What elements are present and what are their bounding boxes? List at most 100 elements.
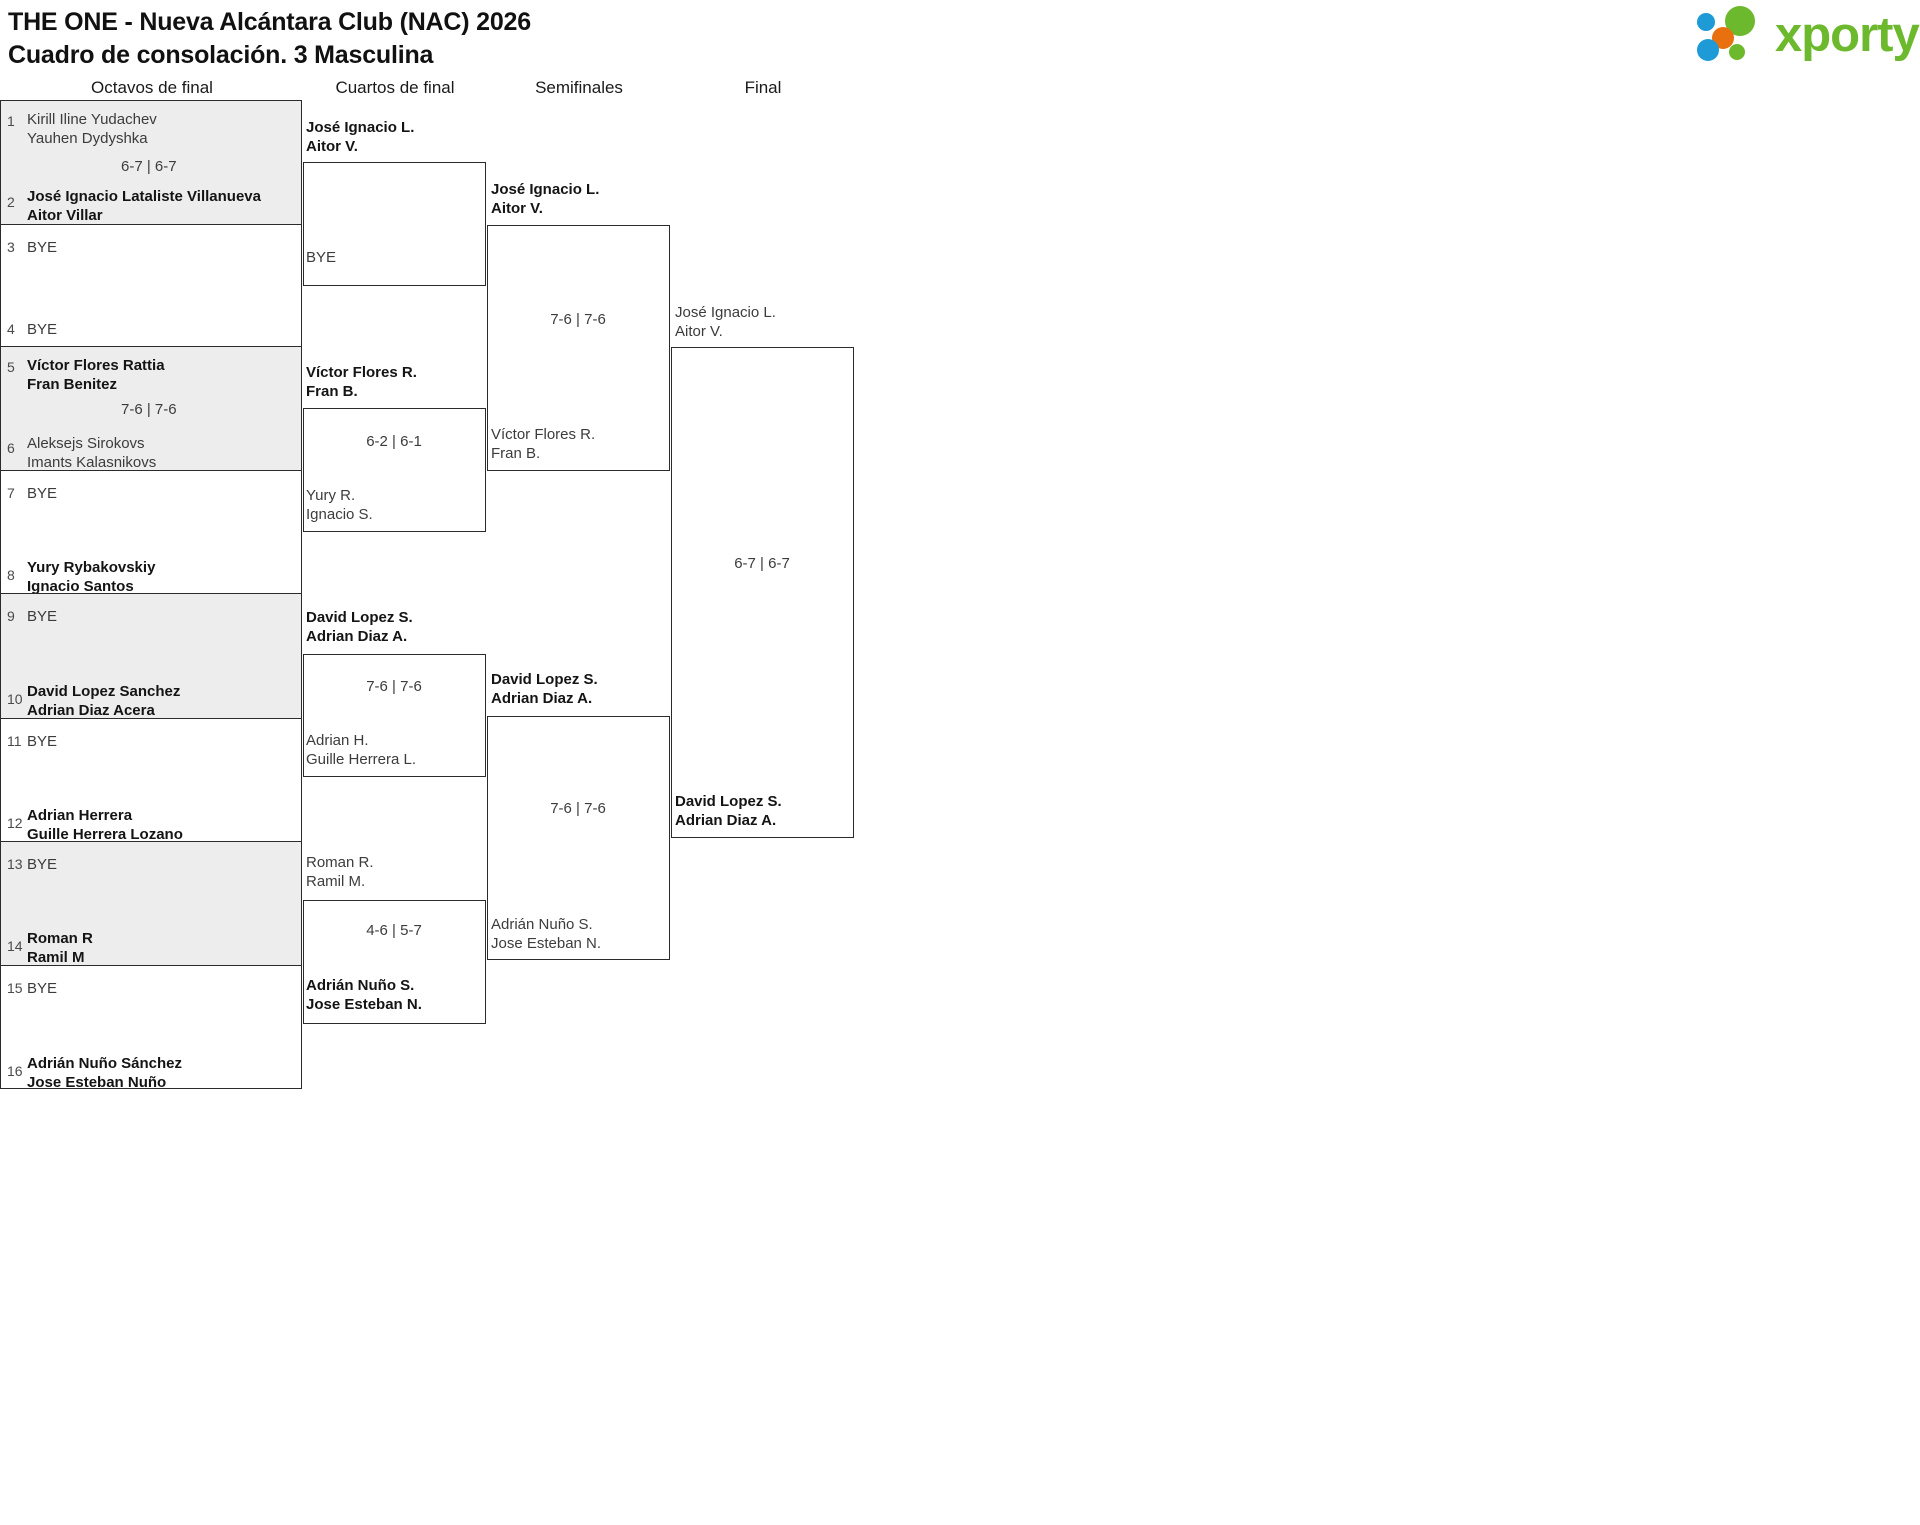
player-line-2: Jose Esteban Nuño	[27, 1074, 167, 1091]
player-line-1: BYE	[27, 733, 58, 750]
player-names: BYE	[27, 238, 295, 257]
seed-number: 13	[7, 856, 23, 872]
qf-connector-2	[303, 408, 486, 532]
seed-number: 15	[7, 980, 23, 996]
player-line-1: Adrian H.	[306, 732, 369, 749]
player-names: Yury Rybakovskiy Ignacio Santos	[27, 558, 295, 596]
player-names: David Lopez Sanchez Adrian Diaz Acera	[27, 682, 295, 720]
player-line-2: Aitor Villar	[27, 207, 103, 224]
player-line-1: Adrián Nuño S.	[491, 916, 593, 933]
player-line-1: BYE	[27, 980, 58, 997]
player-line-1: Yury Rybakovskiy	[27, 559, 156, 576]
player-names: Víctor Flores Rattia Fran Benitez	[27, 356, 295, 394]
player-line-2: Fran B.	[306, 383, 358, 400]
seed-number: 12	[7, 815, 23, 831]
xporty-wordmark: xporty	[1775, 8, 1920, 62]
seed-number: 8	[7, 567, 15, 583]
logo-dot-blue-large	[1697, 39, 1719, 61]
player-line-1: BYE	[27, 239, 58, 256]
seed-number: 16	[7, 1063, 23, 1079]
final-connector	[671, 347, 854, 838]
player-line-1: Víctor Flores Rattia	[27, 357, 165, 374]
sf-slot-1: José Ignacio L. Aitor V.	[491, 180, 599, 218]
seed-number: 6	[7, 440, 15, 456]
player-line-1: José Ignacio L.	[675, 304, 776, 321]
player-line-2: Jose Esteban N.	[306, 996, 422, 1013]
qf-slot-1: José Ignacio L. Aitor V.	[306, 118, 414, 156]
player-line-1: BYE	[27, 485, 58, 502]
r16-pair-8: 15 BYE 16 Adrián Nuño Sánchez Jose Esteb…	[0, 965, 302, 1092]
qf-slot-7: Roman R. Ramil M.	[306, 853, 374, 891]
round-header-final: Final	[744, 78, 782, 97]
final-slot-1: José Ignacio L. Aitor V.	[675, 303, 776, 341]
player-line-2: Jose Esteban N.	[491, 935, 602, 952]
r16-pair-2: 3 BYE 4 BYE	[0, 224, 302, 346]
sf-slot-2: Víctor Flores R. Fran B.	[491, 425, 595, 463]
sf-connector-2	[487, 716, 670, 960]
logo-dot-green-small	[1729, 44, 1745, 60]
player-line-1: Víctor Flores R.	[491, 426, 596, 443]
player-names: BYE	[27, 607, 295, 626]
player-line-1: David Lopez S.	[675, 793, 782, 810]
r16-pair-7: 13 BYE 14 Roman R Ramil M	[0, 841, 302, 967]
sf-slot-4: Adrián Nuño S. Jose Esteban N.	[491, 915, 601, 953]
qf-slot-8: Adrián Nuño S. Jose Esteban N.	[306, 976, 422, 1014]
player-line-2: Imants Kalasnikovs	[27, 454, 157, 471]
player-line-2: Guille Herrera Lozano	[27, 826, 183, 843]
player-line-2: Fran B.	[491, 445, 541, 462]
r16-pair-3: 5 Víctor Flores Rattia Fran Benitez 7-6 …	[0, 346, 302, 471]
player-names: BYE	[27, 979, 295, 998]
final-slot-2-champion: David Lopez S. Adrian Diaz A.	[675, 792, 782, 830]
player-names: Roman R Ramil M	[27, 929, 295, 967]
qf-slot-4: Yury R. Ignacio S.	[306, 486, 373, 524]
player-line-1: David Lopez Sanchez	[27, 683, 181, 700]
qf-slot-2: BYE	[306, 248, 336, 267]
player-line-1: José Ignacio Lataliste Villanueva	[27, 188, 261, 205]
round-header-octavos: Octavos de final	[91, 78, 213, 97]
player-line-2: Aitor V.	[491, 200, 543, 217]
seed-number: 9	[7, 608, 15, 624]
seed-number: 5	[7, 359, 15, 375]
player-line-2: Ignacio S.	[306, 506, 373, 523]
sf-score-2: 7-6 | 7-6	[550, 800, 606, 817]
player-line-1: Adrián Nuño S.	[306, 977, 415, 994]
seed-number: 4	[7, 321, 15, 337]
player-line-1: José Ignacio L.	[306, 119, 415, 136]
player-line-1: BYE	[27, 321, 58, 338]
seed-number: 7	[7, 485, 15, 501]
sf-connector-1	[487, 225, 670, 471]
player-names: Kirill Iline Yudachev Yauhen Dydyshka	[27, 110, 295, 148]
final-score: 6-7 | 6-7	[734, 555, 790, 572]
player-line-1: Yury R.	[306, 487, 356, 504]
player-line-1: Roman R	[27, 930, 93, 947]
player-line-2: Adrian Diaz A.	[306, 628, 408, 645]
player-names: Adrián Nuño Sánchez Jose Esteban Nuño	[27, 1054, 295, 1092]
match-score: 6-7 | 6-7	[121, 158, 177, 175]
r16-pair-6: 11 BYE 12 Adrian Herrera Guille Herrera …	[0, 718, 302, 844]
player-line-1: Adrian Herrera	[27, 807, 133, 824]
player-line-2: Ramil M.	[306, 873, 366, 890]
player-line-1: Roman R.	[306, 854, 374, 871]
round-header-cuartos: Cuartos de final	[335, 78, 455, 97]
draw-subtitle: Cuadro de consolación. 3 Masculina	[8, 41, 434, 69]
player-names: Adrian Herrera Guille Herrera Lozano	[27, 806, 295, 844]
player-line-1: José Ignacio L.	[491, 181, 600, 198]
seed-number: 2	[7, 194, 15, 210]
seed-number: 14	[7, 938, 23, 954]
player-names: BYE	[27, 855, 295, 874]
seed-number: 1	[7, 113, 15, 129]
round-header-semifinales: Semifinales	[535, 78, 623, 97]
qf-connector-1	[303, 162, 486, 286]
seed-number: 11	[7, 733, 22, 749]
xporty-logo[interactable]: xporty	[1697, 6, 1920, 64]
logo-dot-blue-small	[1697, 13, 1715, 31]
seed-number: 10	[7, 691, 23, 707]
player-line-2: Yauhen Dydyshka	[27, 130, 148, 147]
player-line-1: Víctor Flores R.	[306, 364, 417, 381]
sf-slot-3: David Lopez S. Adrian Diaz A.	[491, 670, 598, 708]
player-names: José Ignacio Lataliste Villanueva Aitor …	[27, 187, 295, 225]
player-line-2: Ramil M	[27, 949, 85, 966]
player-line-2: Adrian Diaz A.	[491, 690, 593, 707]
qf-slot-5: David Lopez S. Adrian Diaz A.	[306, 608, 413, 646]
